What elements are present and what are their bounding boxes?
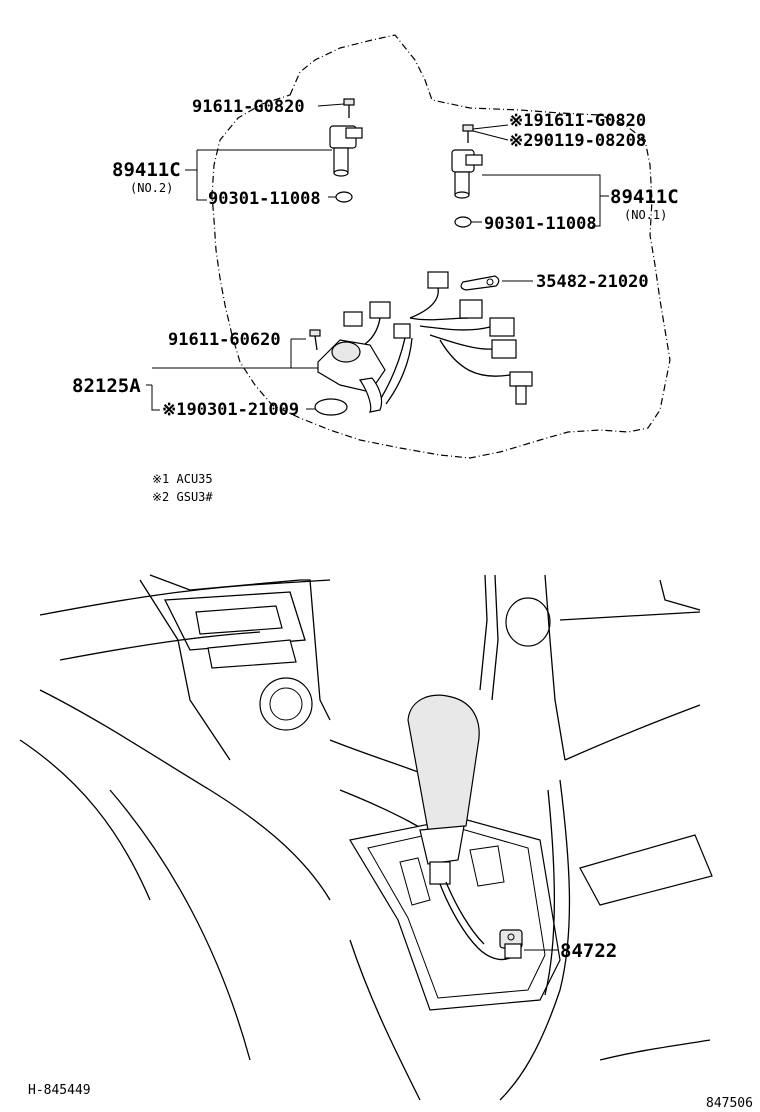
label-bolt-left: 91611-G0820	[192, 97, 305, 117]
label-shift-part: 84722	[560, 940, 617, 962]
label-sensor-no2-sub: (NO.2)	[130, 181, 173, 195]
transmission-case-outline	[211, 34, 671, 459]
label-o-ring-left: 90301-11008	[208, 189, 321, 209]
label-sensor-no1-sub: (NO.1)	[624, 208, 667, 222]
o-ring-right	[454, 216, 472, 228]
speed-sensor-no1	[451, 149, 483, 199]
label-bolt-right-2: ※290119-08208	[509, 131, 646, 151]
label-bolt-switch: 91611-60620	[168, 330, 281, 350]
bolt-right-icon	[462, 124, 474, 143]
clamp-icon	[460, 275, 500, 291]
label-bolt-right-1: ※191611-G0820	[509, 111, 646, 131]
footer-left-code: H-845449	[28, 1083, 91, 1098]
note-2: ※2 GSU3#	[152, 490, 213, 504]
bolt-left-icon	[343, 98, 355, 118]
neutral-switch-harness	[317, 271, 533, 413]
speed-sensor-no2	[329, 125, 363, 177]
interior-console-drawing	[19, 574, 713, 1101]
shift-lock-part-icon	[499, 929, 523, 959]
label-o-ring-right: 90301-11008	[484, 214, 597, 234]
o-ring-switch	[314, 398, 348, 416]
leader-lines-top	[146, 103, 609, 411]
bolt-switch-icon	[309, 329, 321, 351]
label-clamp: 35482-21020	[536, 272, 649, 292]
note-1: ※1 ACU35	[152, 472, 213, 486]
o-ring-left	[335, 191, 353, 203]
label-o-ring-switch: ※190301-21009	[162, 400, 299, 420]
label-sensor-no1: 89411C	[610, 186, 679, 208]
label-sensor-no2: 89411C	[112, 159, 181, 181]
footer-right-code: 847506	[706, 1096, 753, 1111]
label-switch: 82125A	[72, 375, 141, 397]
